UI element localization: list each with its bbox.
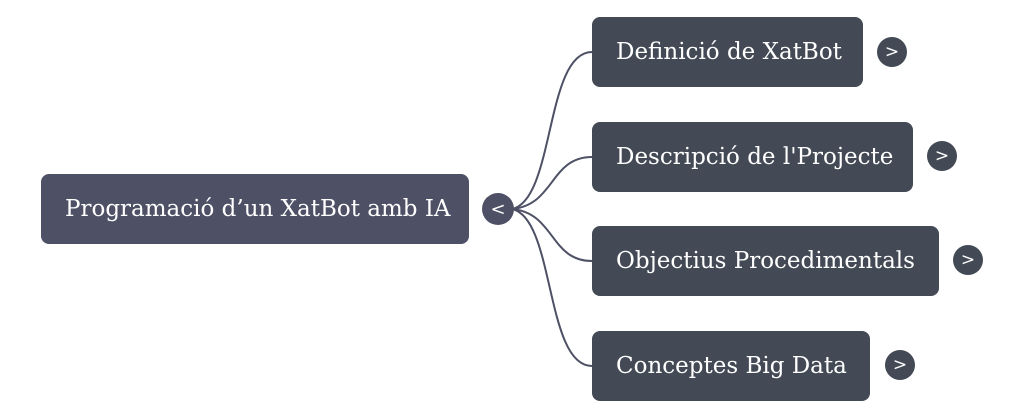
chevron-right-icon: > bbox=[934, 146, 950, 166]
connector-line-descripcio bbox=[511, 156, 593, 210]
expand-toggle-button[interactable]: > bbox=[885, 350, 915, 380]
child-node-conceptes[interactable]: Conceptes Big Data bbox=[592, 331, 870, 401]
child-node-label: Descripció de l'Projecte bbox=[616, 144, 894, 170]
chevron-right-icon: > bbox=[892, 355, 908, 375]
chevron-right-icon: > bbox=[884, 42, 900, 62]
child-node-label: Conceptes Big Data bbox=[616, 353, 847, 379]
chevron-left-icon: < bbox=[490, 198, 506, 220]
collapse-toggle-button[interactable]: < bbox=[482, 193, 514, 225]
connector-line-objectius bbox=[511, 208, 593, 262]
child-node-descripcio[interactable]: Descripció de l'Projecte bbox=[592, 122, 913, 192]
connector-line-conceptes bbox=[511, 208, 593, 367]
child-node-label: Definició de XatBot bbox=[616, 39, 842, 65]
child-node-label: Objectius Procedimentals bbox=[616, 248, 915, 274]
child-node-objectius[interactable]: Objectius Procedimentals bbox=[592, 226, 939, 296]
expand-toggle-button[interactable]: > bbox=[927, 141, 957, 171]
connector-line-definicio bbox=[511, 51, 593, 210]
root-node-label: Programació d’un XatBot amb IA bbox=[65, 196, 451, 222]
root-node[interactable]: Programació d’un XatBot amb IA bbox=[41, 174, 469, 244]
chevron-right-icon: > bbox=[960, 250, 976, 270]
child-node-definicio[interactable]: Definició de XatBot bbox=[592, 17, 863, 87]
expand-toggle-button[interactable]: > bbox=[877, 37, 907, 67]
expand-toggle-button[interactable]: > bbox=[953, 245, 983, 275]
